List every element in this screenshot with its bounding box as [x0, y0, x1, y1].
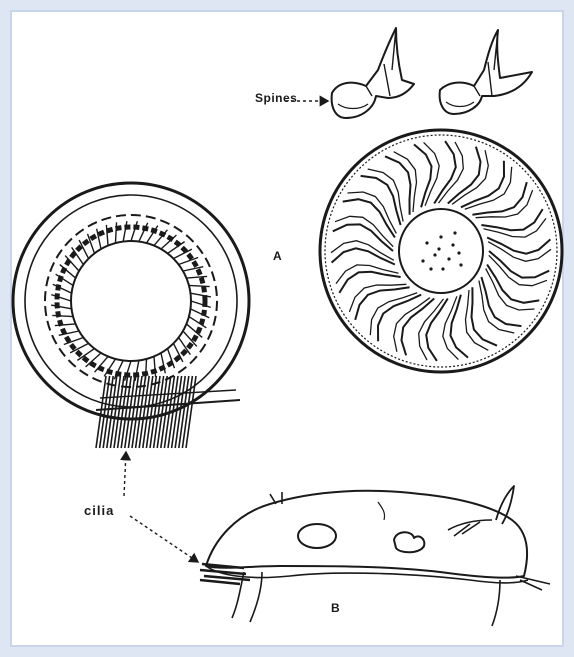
ring-cilia-tuft	[96, 376, 196, 448]
figure-b-label: B	[331, 601, 340, 615]
spine-right	[440, 30, 532, 114]
spines-label: Spines	[255, 91, 297, 105]
ring-cell	[13, 183, 249, 419]
ciliate-body	[206, 486, 550, 626]
cilia-pointer-ring	[124, 452, 126, 496]
cilia-label: cilia	[84, 503, 114, 518]
figure-a-label: A	[273, 249, 282, 263]
denticle-disc	[320, 130, 562, 372]
spine-left	[332, 28, 414, 118]
cilia-pointer-body	[130, 516, 198, 562]
